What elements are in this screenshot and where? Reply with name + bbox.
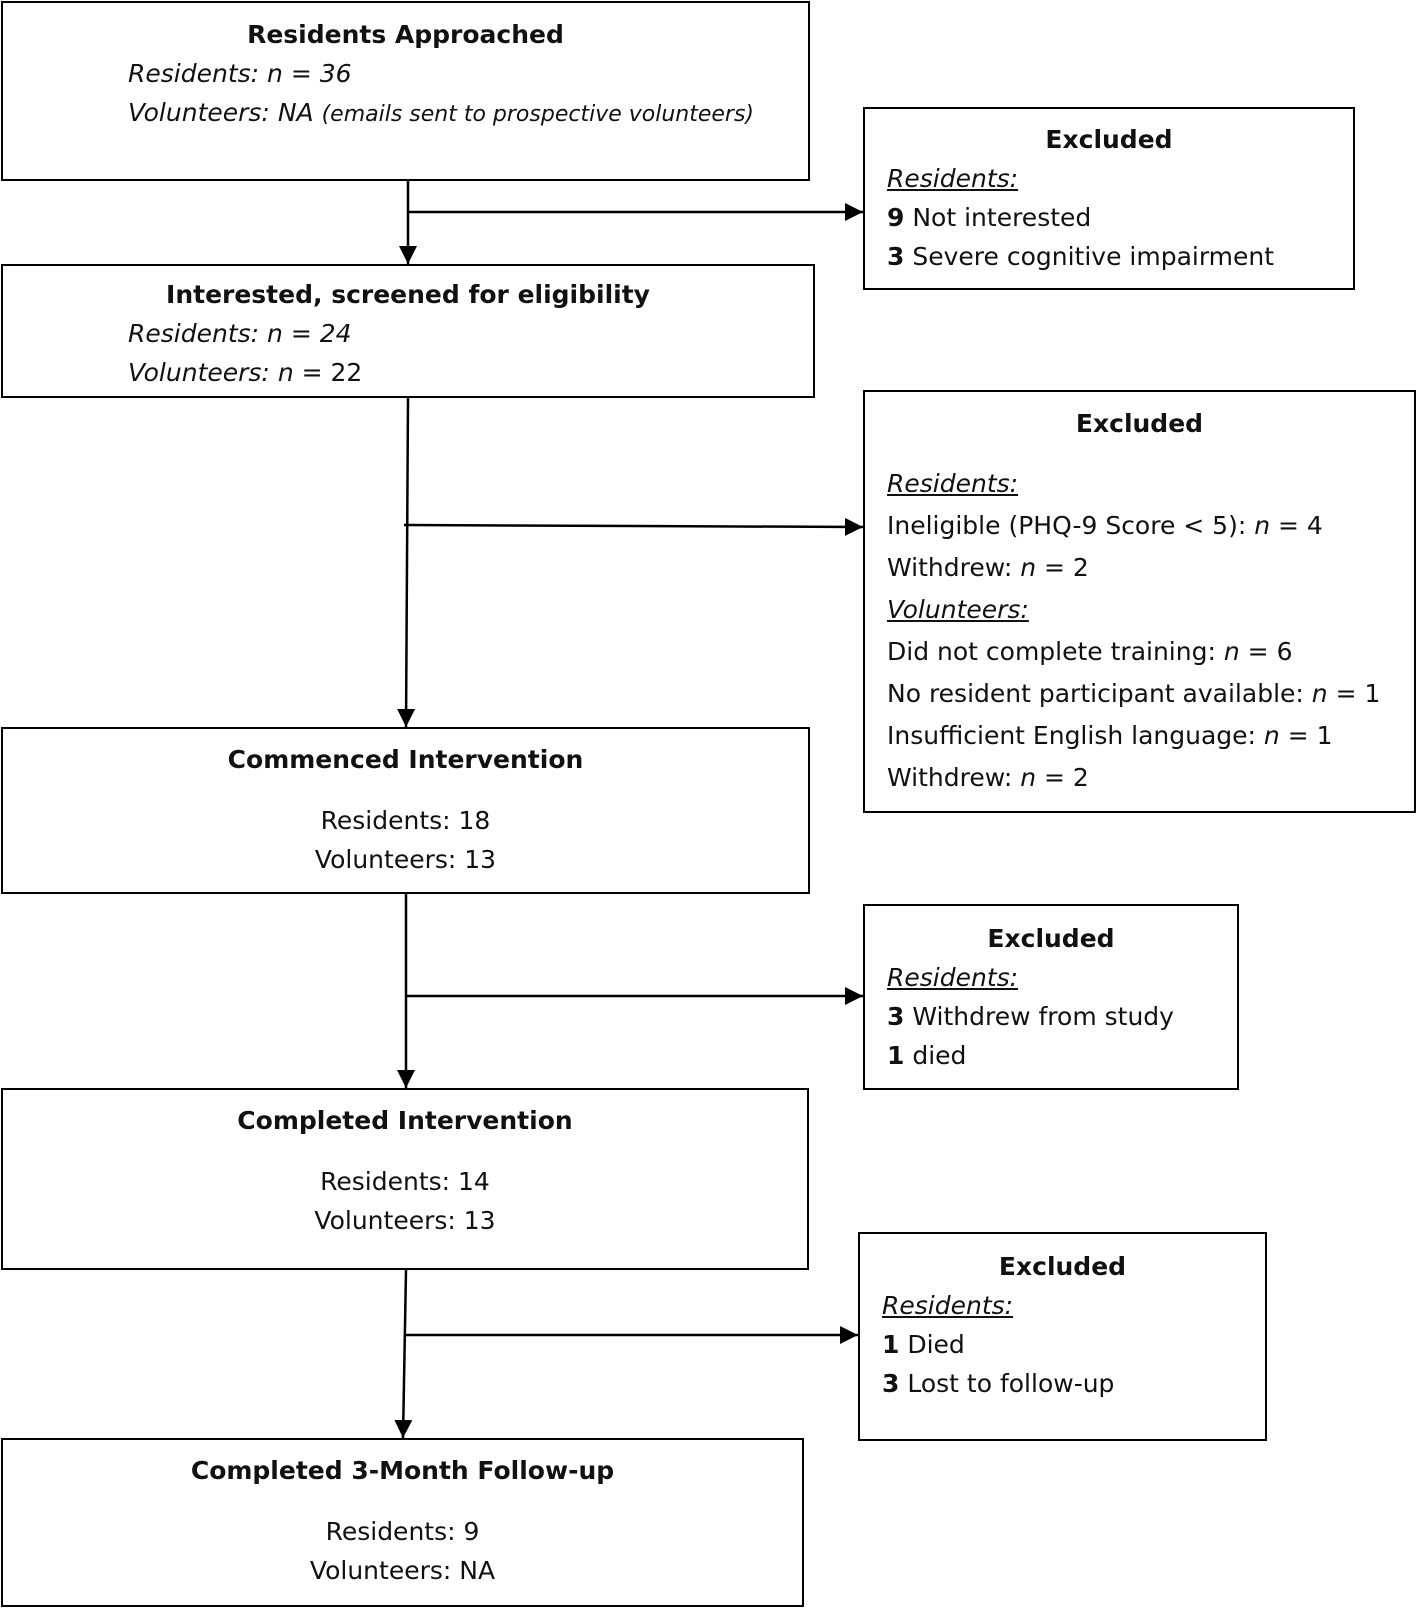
box-excluded-1: Excluded Residents: 9 Not interested 3 S… (863, 107, 1355, 290)
arrow-completed-to-followup (394, 1269, 413, 1439)
box-title: Residents Approached (247, 20, 564, 49)
volunteers-count: Volunteers: NA (309, 1556, 496, 1585)
box-screened-eligibility: Interested, screened for eligibility Res… (1, 264, 815, 398)
excluded-item: 3 Withdrew from study (887, 1002, 1174, 1031)
residents-count: Residents: n = 24 (128, 319, 352, 348)
excluded-item: 1 Died (882, 1330, 965, 1359)
group-label: Residents: (887, 164, 1019, 193)
box-excluded-4: Excluded Residents: 1 Died 3 Lost to fol… (858, 1232, 1267, 1441)
box-title: Excluded (998, 1252, 1127, 1281)
group-label: Residents: (882, 1291, 1014, 1320)
excluded-item: No resident participant available: n = 1 (887, 679, 1381, 708)
residents-count: Residents: 18 (320, 806, 491, 835)
arrow-to-excluded2 (403, 517, 864, 536)
volunteers-count: Volunteers: NA (emails sent to prospecti… (128, 98, 755, 127)
box-title: Excluded (987, 924, 1115, 953)
box-title: Commenced Intervention (227, 745, 584, 774)
box-title: Excluded (1075, 409, 1204, 438)
excluded-item: Withdrew: n = 2 (887, 763, 1089, 792)
group-label-volunteers: Volunteers: (887, 595, 1029, 624)
excluded-item: Insufficient English language: n = 1 (887, 721, 1333, 750)
residents-count: Residents: n = 36 (128, 59, 352, 88)
excluded-item: 1 died (887, 1041, 967, 1070)
volunteers-count: Volunteers: n = 22 (128, 358, 363, 387)
box-title: Interested, screened for eligibility (166, 280, 650, 309)
residents-count: Residents: 9 (325, 1517, 480, 1546)
group-label: Residents: (887, 963, 1019, 992)
box-commenced-intervention: Commenced Intervention Residents: 18 Vol… (1, 727, 810, 894)
box-completed-intervention: Completed Intervention Residents: 14 Vol… (1, 1088, 809, 1270)
box-excluded-2: Excluded Residents: Ineligible (PHQ-9 Sc… (863, 390, 1416, 813)
volunteers-count: Volunteers: 13 (314, 1206, 496, 1235)
box-title: Excluded (1045, 125, 1173, 154)
excluded-item: 3 Lost to follow-up (882, 1369, 1115, 1398)
arrow-screened-to-commenced (397, 397, 416, 728)
group-label-residents: Residents: (887, 469, 1019, 498)
excluded-item: 9 Not interested (887, 203, 1092, 232)
excluded-item: Withdrew: n = 2 (887, 553, 1089, 582)
box-title: Completed Intervention (237, 1106, 573, 1135)
box-completed-followup: Completed 3-Month Follow-up Residents: 9… (1, 1438, 804, 1607)
residents-count: Residents: 14 (320, 1167, 490, 1196)
excluded-item: Ineligible (PHQ-9 Score < 5): n = 4 (887, 511, 1323, 540)
box-title: Completed 3-Month Follow-up (190, 1456, 615, 1485)
excluded-item: 3 Severe cognitive impairment (887, 242, 1275, 271)
box-excluded-3: Excluded Residents: 3 Withdrew from stud… (863, 904, 1239, 1090)
volunteers-count: Volunteers: 13 (314, 845, 497, 874)
box-residents-approached: Residents Approached Residents: n = 36 V… (1, 1, 810, 181)
excluded-item: Did not complete training: n = 6 (887, 637, 1293, 666)
